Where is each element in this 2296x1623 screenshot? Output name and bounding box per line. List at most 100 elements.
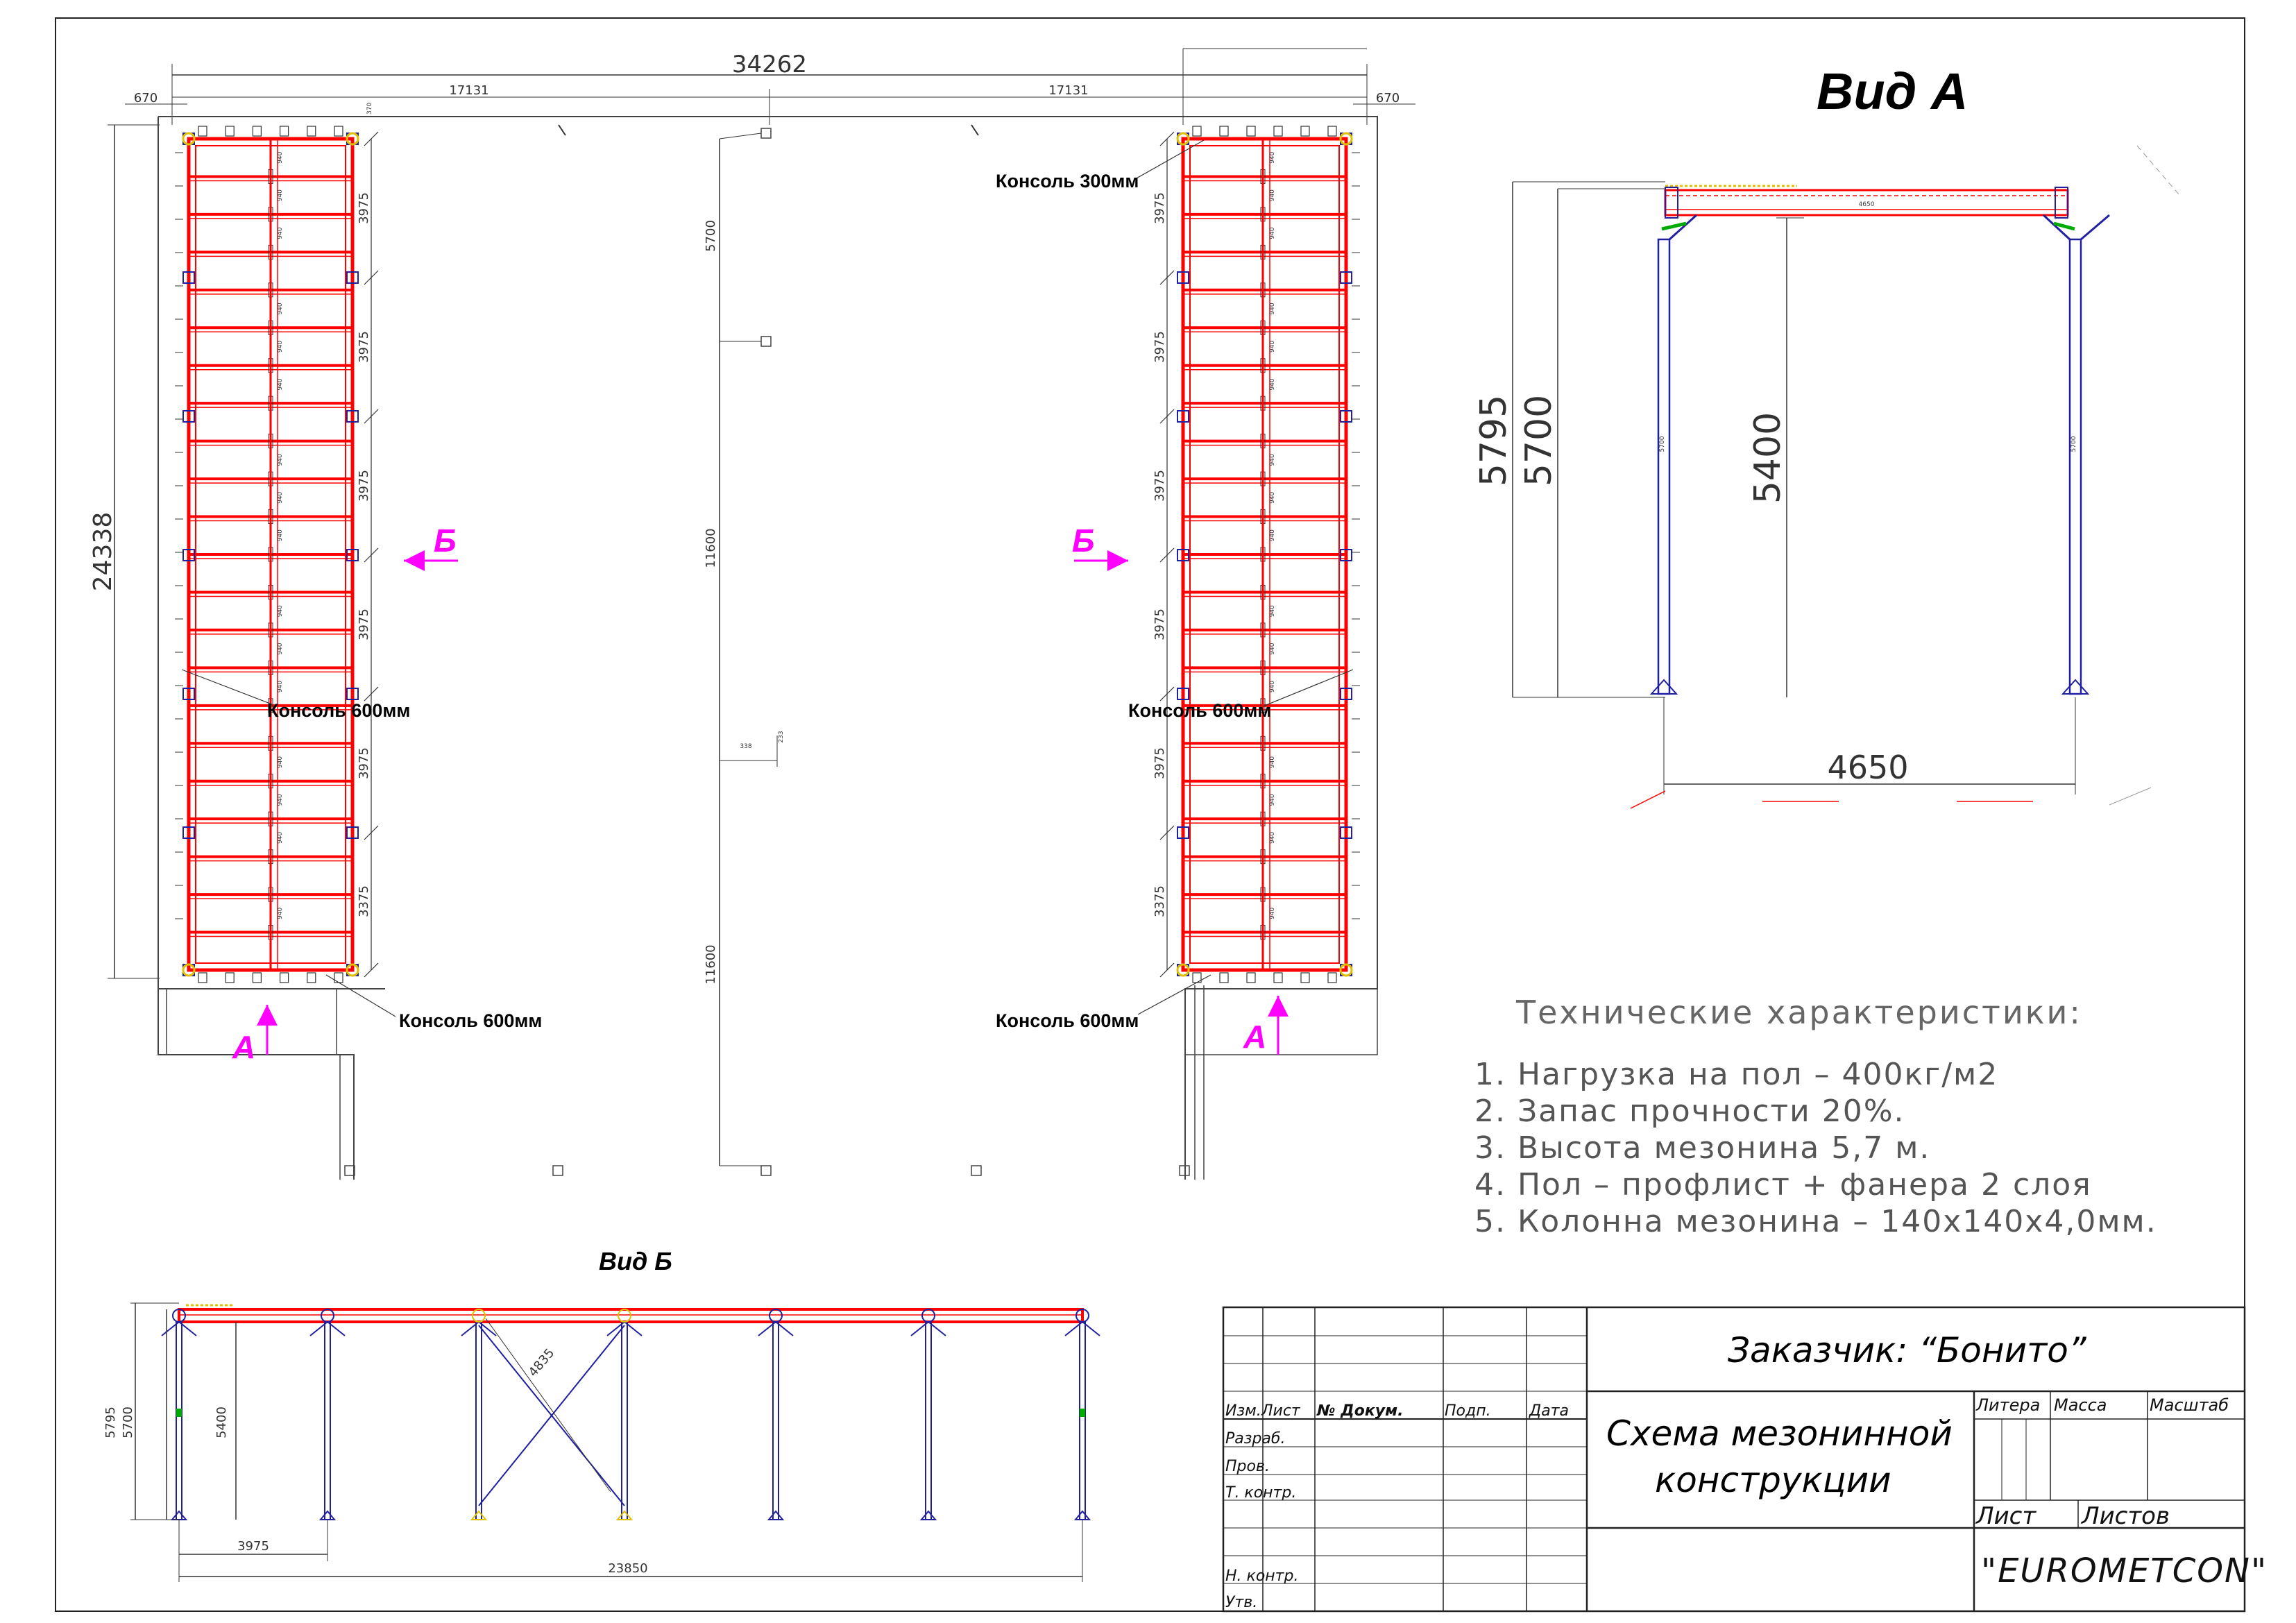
tb-customer: Заказчик: “Бонито”: [1728, 1330, 2087, 1370]
label-console-600-right-mid: Консоль 600мм: [1128, 700, 1271, 721]
tb-title-2: конструкции: [1655, 1460, 1891, 1500]
beam-label: 940: [277, 303, 284, 314]
spec-item-3: 3. Высота мезонина 5,7 м.: [1474, 1130, 1930, 1166]
mid-small-2: 233: [778, 731, 785, 742]
tb-masshtab: Масштаб: [2150, 1395, 2229, 1415]
beam-label: 940: [1269, 189, 1276, 201]
section-b-right: Б: [1072, 522, 1095, 559]
beam-label: 940: [1269, 643, 1276, 654]
beam-label: 940: [1269, 151, 1276, 163]
tb-massa: Масса: [2054, 1395, 2107, 1415]
view-a-dim-5400: 5400: [1747, 412, 1789, 504]
spec-item-1: 1. Нагрузка на пол – 400кг/м2: [1474, 1057, 1998, 1092]
span-dim: 3975: [357, 470, 371, 502]
span-dim: 3975: [1153, 470, 1167, 502]
tb-litera: Литера: [1975, 1395, 2040, 1415]
section-b-left: Б: [434, 522, 457, 559]
beam-label: 940: [1269, 832, 1276, 844]
view-a: Вид А 4650 5700 5700 5795 5700 5400: [1473, 62, 2179, 809]
label-console-600-right-bottom: Консоль 600мм: [996, 1010, 1139, 1031]
label-console-600-left-mid: Консоль 600мм: [267, 700, 410, 721]
beam-label: 940: [1269, 681, 1276, 692]
beam-label: 940: [1269, 794, 1276, 806]
mezzanine-grid-right: 940 940 940 940 940 940 940 940 940 940 940 940 940 9…: [1176, 126, 1360, 983]
dim-total: 34262: [732, 51, 807, 78]
tb-izm: Изм.: [1225, 1402, 1261, 1420]
beam-label: 940: [277, 529, 284, 541]
tb-razrab: Разраб.: [1225, 1430, 1285, 1447]
view-b-dim-23850: 23850: [608, 1561, 647, 1576]
beam-label: 940: [277, 227, 284, 239]
beam-label: 940: [277, 832, 284, 844]
beam-label: 940: [1269, 303, 1276, 314]
tb-list-label: Лист: [1975, 1502, 2036, 1530]
beam-label: 940: [1269, 907, 1276, 919]
sheet-border: [55, 17, 2245, 1612]
mid-dim-1: 5700: [704, 220, 718, 252]
spec-item-2: 2. Запас прочности 20%.: [1474, 1094, 1905, 1129]
plan-view: 34262 17131 17131 670 670 370 24338: [89, 48, 1415, 1180]
beam-label: 940: [277, 491, 284, 503]
beam-label: 940: [277, 794, 284, 806]
view-a-col-label-right: 5700: [2070, 436, 2077, 452]
tb-podp: Подп.: [1445, 1402, 1491, 1420]
dim-small-top: 370: [366, 103, 373, 114]
mid-dim-3: 11600: [704, 944, 718, 984]
span-dim: 3975: [1153, 609, 1167, 640]
span-dim: 3975: [357, 747, 371, 779]
specs: Технические характеристики: 1. Нагрузка …: [1474, 994, 2156, 1239]
beam-label: 940: [1269, 378, 1276, 390]
tb-doc: № Докум.: [1316, 1402, 1403, 1420]
view-a-beam-label: 4650: [1859, 201, 1875, 208]
mid-small-1: 338: [740, 743, 751, 750]
spec-item-4: 4. Пол – профлист + фанера 2 слоя: [1474, 1167, 2092, 1203]
label-console-300: Консоль 300мм: [996, 171, 1139, 192]
tb-title-1: Схема мезонинной: [1606, 1413, 1953, 1454]
beam-label: 940: [277, 605, 284, 617]
view-b-dim-5700: 5700: [121, 1407, 135, 1438]
tb-nkontr: Н. контр.: [1225, 1567, 1298, 1585]
view-a-col-label-left: 5700: [1659, 436, 1666, 452]
section-a-right: А: [1243, 1019, 1266, 1055]
tb-utv: Утв.: [1225, 1594, 1257, 1611]
beam-label: 940: [1269, 341, 1276, 352]
beam-label: 940: [277, 341, 284, 352]
beam-label: 940: [1269, 529, 1276, 541]
view-b-dim-5400: 5400: [214, 1407, 229, 1438]
beam-label: 940: [277, 643, 284, 654]
beam-label: 940: [277, 756, 284, 768]
tb-listov-label: Листов: [2080, 1502, 2170, 1530]
tb-data: Дата: [1529, 1402, 1569, 1420]
label-console-600-left-bottom: Консоль 600мм: [399, 1010, 542, 1031]
title-block: Изм. Лист № Докум. Подп. Дата Разраб. Пр…: [1222, 1306, 2268, 1613]
dim-height: 24338: [89, 512, 117, 592]
tb-company: "EUROMETCON": [1981, 1552, 2268, 1590]
beam-label: 940: [1269, 605, 1276, 617]
view-b-title: Вид Б: [599, 1247, 672, 1275]
beam-label: 940: [1269, 756, 1276, 768]
view-a-dim-4650: 4650: [1827, 749, 1908, 786]
span-dim: 3375: [1153, 885, 1167, 917]
view-b-frame: 4835: [161, 1304, 1100, 1520]
specs-heading: Технические характеристики:: [1515, 994, 2082, 1031]
view-a-dim-5795: 5795: [1473, 395, 1515, 486]
dim-half-left: 17131: [449, 83, 488, 98]
span-dim: 3975: [1153, 331, 1167, 363]
tb-prov: Пров.: [1225, 1458, 1270, 1475]
beam-label: 940: [277, 378, 284, 390]
view-b-dim-3975: 3975: [237, 1539, 269, 1554]
view-a-title: Вид А: [1817, 62, 1968, 120]
beam-label: 940: [1269, 454, 1276, 466]
view-b-dim-5795: 5795: [103, 1407, 118, 1438]
beam-label: 940: [1269, 227, 1276, 239]
view-a-dim-5700: 5700: [1518, 395, 1560, 486]
tb-tkontr: Т. контр.: [1225, 1484, 1296, 1502]
beam-label: 940: [277, 189, 284, 201]
dim-half-right: 17131: [1048, 83, 1088, 98]
dim-edge-right: 670: [1376, 91, 1400, 105]
dim-edge-left: 670: [134, 91, 158, 105]
mid-dim-2: 11600: [704, 528, 718, 568]
